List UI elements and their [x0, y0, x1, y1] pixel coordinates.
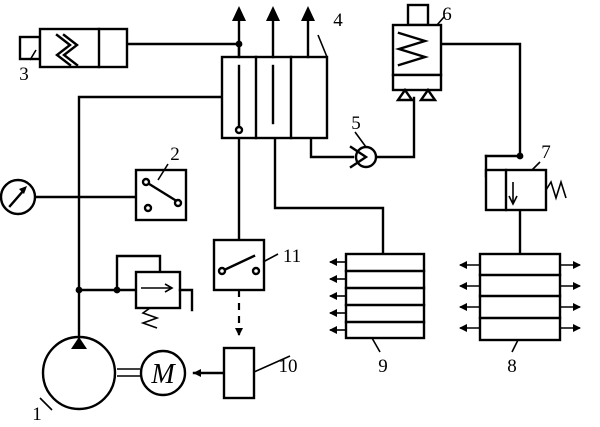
cylinder: [18, 27, 129, 69]
manifold-right-arrows: [459, 261, 581, 332]
label-pressure-switch: 2: [170, 144, 180, 165]
solenoid-valve: [391, 3, 443, 102]
manifold-left-arrows: [329, 258, 346, 334]
junction-dots: [75, 40, 524, 294]
label-solenoid-valve: 6: [442, 4, 452, 25]
callout-leaders: [29, 16, 541, 411]
label-manifold-right: 8: [507, 356, 517, 377]
label-main-valve: 4: [333, 10, 343, 31]
main-valve: [220, 6, 329, 140]
pump: [41, 335, 117, 411]
relief-valve: [115, 254, 194, 329]
label-controller: 10: [279, 356, 298, 377]
reducing-valve: [484, 168, 567, 212]
pressure-switch: [134, 168, 188, 222]
motor: M: [139, 349, 187, 397]
pressure-gauge: [0, 178, 37, 216]
label-check-valve: 5: [351, 113, 361, 134]
label-manifold-left: 9: [378, 356, 388, 377]
motor-letter: M: [150, 359, 176, 390]
label-pump: 1: [32, 404, 42, 425]
label-reducing-valve: 7: [541, 142, 551, 163]
switch-lower: [212, 238, 266, 292]
callout-labels: 1 2 3 4 5 6 7 8 9 10 11: [19, 4, 551, 425]
label-cylinder: 3: [19, 64, 29, 85]
controller-box: [222, 346, 256, 400]
manifold-left: [344, 252, 426, 340]
pump-triangle-icon: [71, 337, 87, 349]
label-switch-lower: 11: [283, 246, 301, 267]
check-valve: [349, 145, 378, 169]
manifold-right: [478, 252, 562, 342]
